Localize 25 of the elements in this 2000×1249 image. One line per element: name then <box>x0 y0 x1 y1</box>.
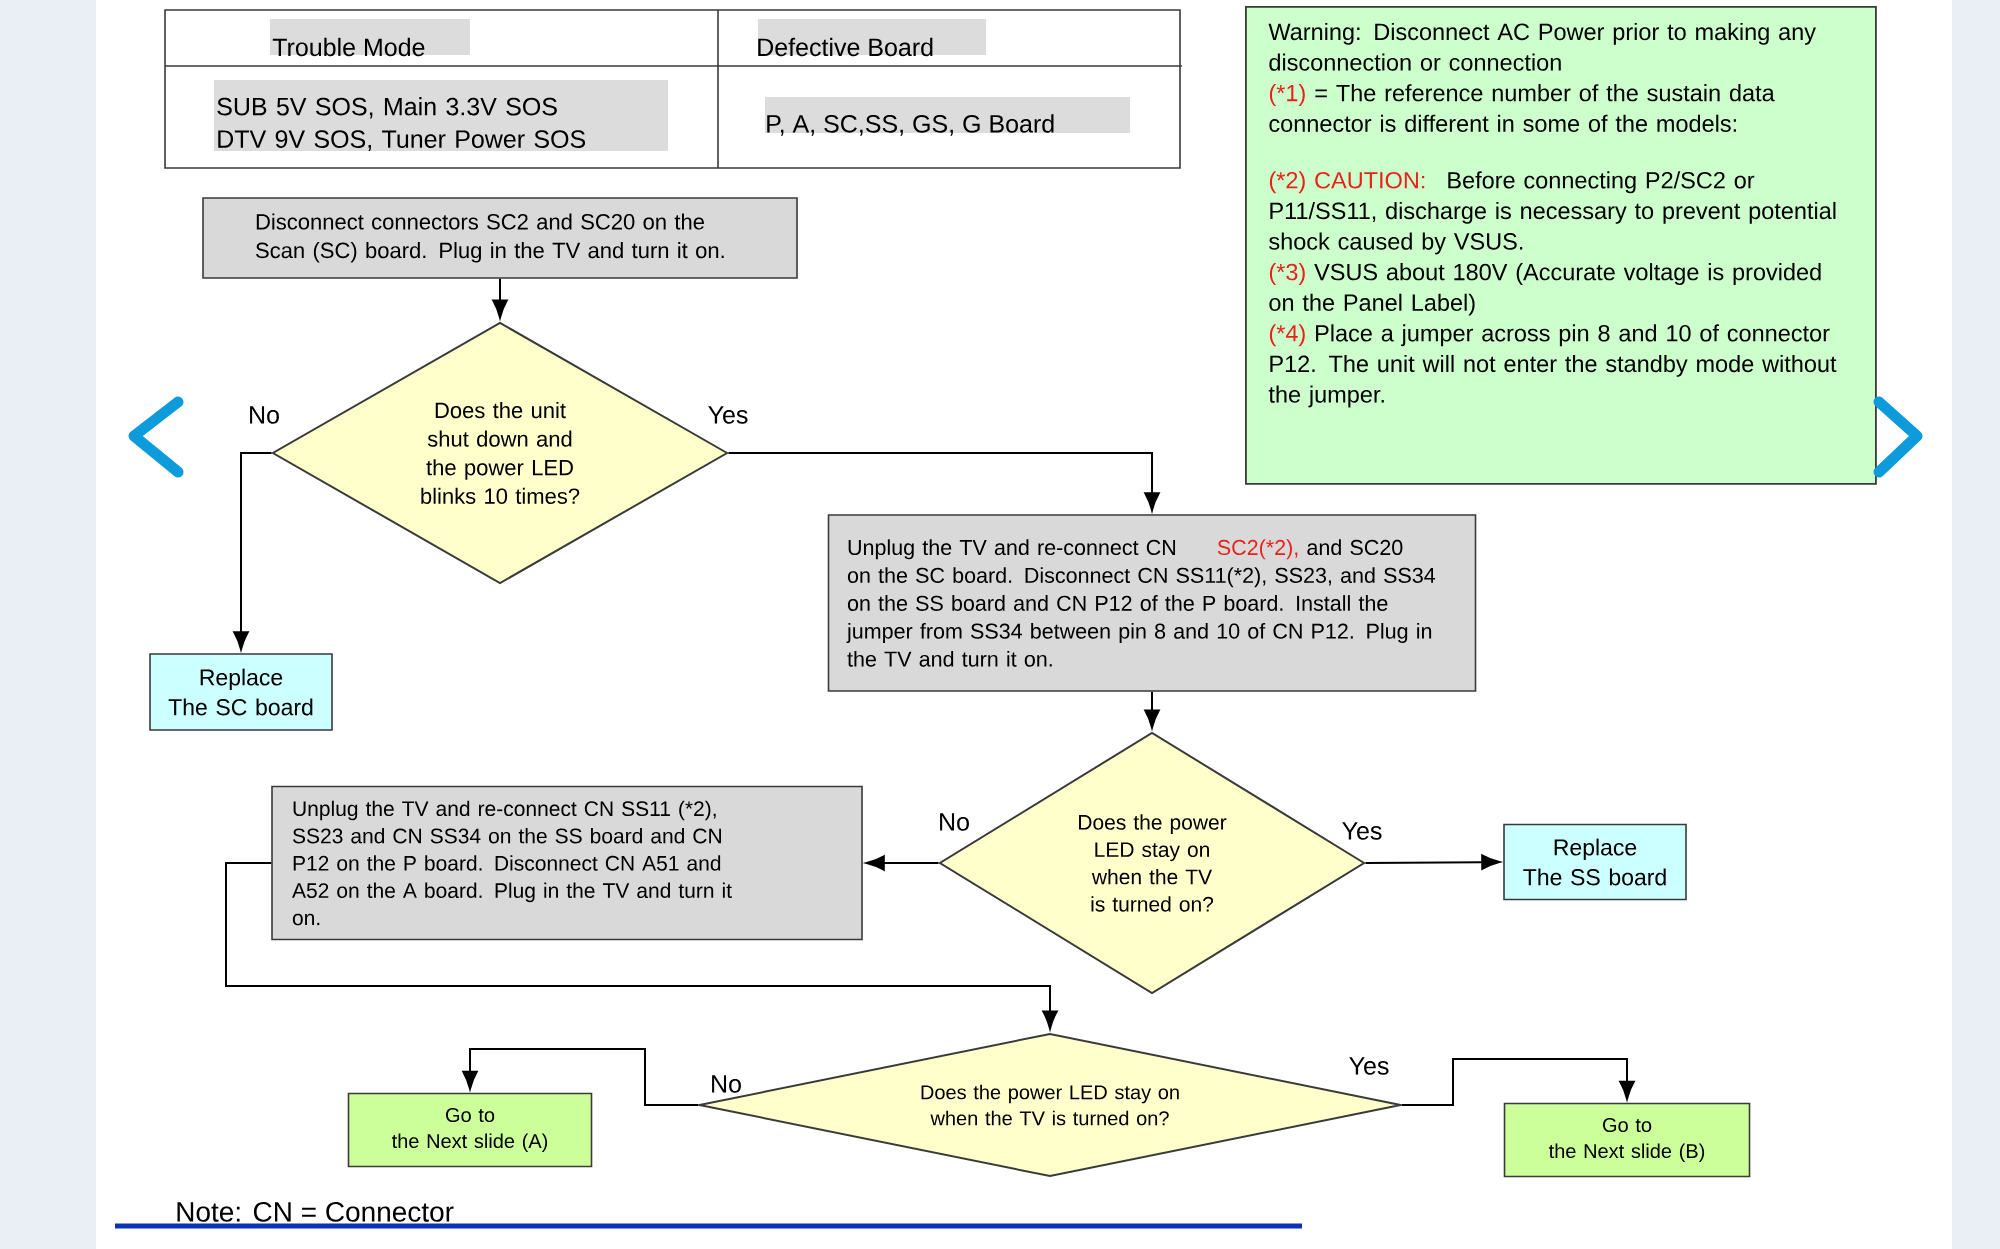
arrow <box>225 862 1058 1030</box>
edge-label: No <box>936 811 972 833</box>
table-cell: SUB 5V SOS, Main 3.3V SOS DTV 9V SOS, Tuner Power SOS <box>214 80 668 151</box>
table-cell: Defective Board <box>758 19 986 57</box>
arrow <box>1401 1058 1635 1106</box>
process-box: Unplug the TV and re-connect CN SC2(*2), and SC20 on the SC board. Disconnect CN SS11(*2), SS23, and SS34 on the SS board and CN P12 of the P board. Install the jumper from SS34 between pin 8 and 10 of CN P12. Plug in the TV and turn it on. <box>827 514 1477 692</box>
footnote-text: Note: CN = Connector <box>177 1202 454 1222</box>
arrow <box>865 855 940 871</box>
result-box: Replace The SS board <box>1503 823 1687 901</box>
arrow <box>462 1048 699 1106</box>
next-slide-box: Go to the Next slide (B) <box>1503 1102 1751 1178</box>
arrow <box>1144 690 1160 729</box>
process-box: Disconnect connectors SC2 and SC20 on the Scan (SC) board. Plug in the TV and turn it on. <box>202 197 798 279</box>
arrow <box>233 452 273 651</box>
process-box: Unplug the TV and re-connect CN SS11 (*2), SS23 and CN SS34 on the SS board and CN P12 on the P board. Disconnect CN A51 and A52 on the A board. Plug in the TV and turn it on. <box>271 785 863 941</box>
arrow <box>1364 854 1501 870</box>
edge-label: No <box>708 1073 744 1095</box>
edge-label: Yes <box>1346 1055 1392 1077</box>
next-slide-box: Go to the Next slide (A) <box>347 1092 593 1168</box>
warning-note-box: Warning: Disconnect AC Power prior to making any disconnection or connection (*1) = The reference number of the sustain data connector is different in some of the models: (*2) CAUTION: Before connecting P2/SC2 or P11/SS11, discharge is necessary to prevent potential shock caused by VSUS. (*3) VSUS about 180V (Accurate voltage is provided on the Panel Label) (*4) Place a jumper across pin 8 and 10 of connector P12. The unit will not enter the standby mode without the jumper. <box>1245 6 1877 485</box>
arrow <box>492 277 508 319</box>
table-cell: Trouble Mode <box>270 19 470 57</box>
table-cell: P, A, SC,SS, GS, G Board <box>765 97 1130 136</box>
result-box: Replace The SC board <box>149 653 333 731</box>
arrow <box>727 452 1160 512</box>
